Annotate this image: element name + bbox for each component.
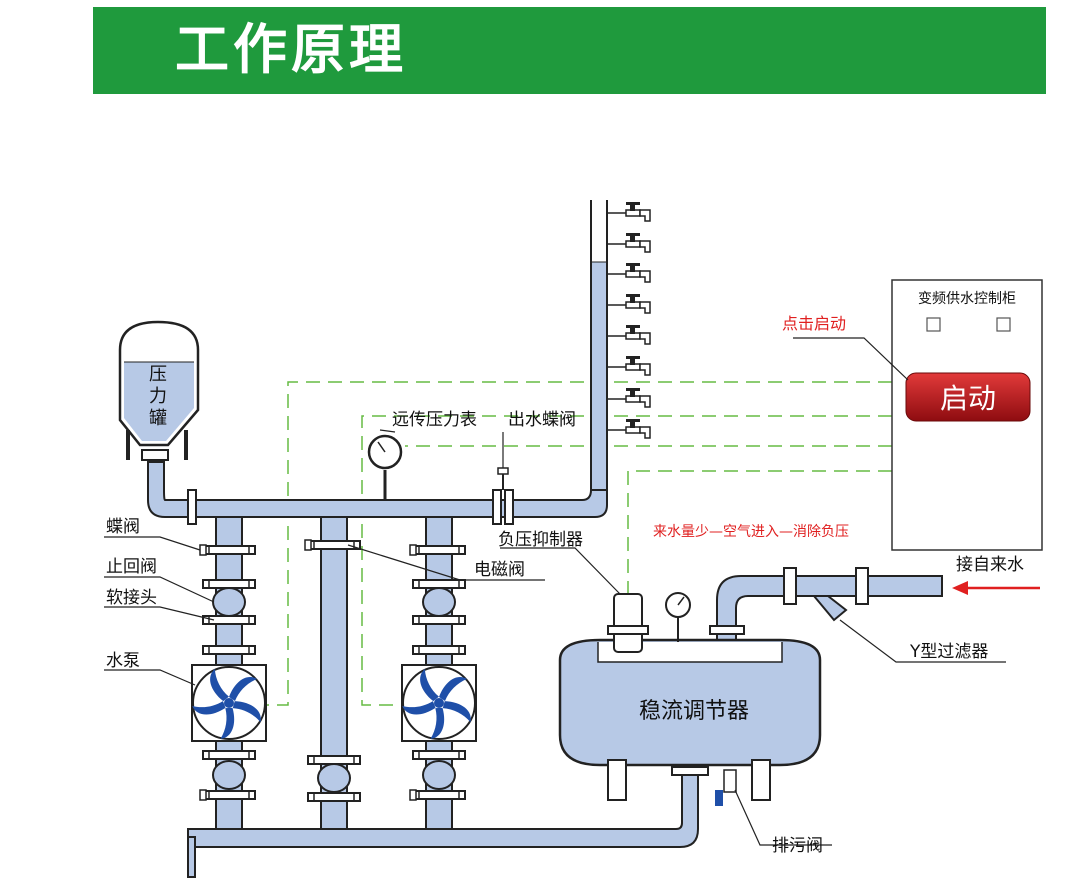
inlet-label: 接自来水 — [956, 555, 1024, 575]
outlet-butterfly-valve — [492, 467, 514, 525]
outlet-valve-label: 出水蝶阀 — [508, 410, 576, 430]
bottom-pipe-cap — [187, 836, 196, 878]
column-fittings — [199, 539, 466, 802]
pump-label: 水泵 — [106, 651, 140, 671]
tank-label-2: 力 — [149, 386, 167, 407]
faucets — [607, 201, 651, 439]
air-note-label: 来水量少—空气进入—消除负压 — [653, 524, 849, 540]
solenoid-valve-label: 电磁阀 — [474, 560, 525, 580]
tank-label-3: 罐 — [149, 408, 167, 429]
click-hint-label: 点击启动 — [782, 314, 846, 333]
tank-label-1: 压 — [149, 364, 167, 385]
pump-2 — [400, 664, 477, 742]
check-valve-label: 止回阀 — [106, 557, 157, 577]
butterfly-valve-label: 蝶阀 — [106, 517, 140, 537]
pressure-tank: 压 力 罐 — [118, 320, 200, 461]
title-banner: 工作原理 — [93, 7, 1046, 94]
leader-lines — [104, 337, 1006, 846]
stabilizer-label: 稳流调节器 — [639, 699, 749, 724]
indicator-box-1 — [926, 317, 941, 332]
cabinet-title: 变频供水控制柜 — [918, 291, 1016, 307]
soft-joint-label: 软接头 — [106, 588, 157, 608]
tank-inlet-flange — [709, 625, 745, 635]
pump-1 — [190, 664, 267, 742]
negative-pressure-suppressor — [607, 593, 649, 653]
remote-gauge-label: 远传压力表 — [392, 410, 477, 430]
flow-stabilizer-tank: 稳流调节器 — [558, 638, 822, 806]
remote-pressure-gauge — [367, 434, 403, 500]
indicator-box-2 — [996, 317, 1011, 332]
inlet-arrow — [952, 581, 1040, 595]
page-title: 工作原理 — [175, 18, 407, 81]
negative-pressure-label: 负压抑制器 — [498, 530, 583, 550]
drain-valve-label: 排污阀 — [772, 836, 823, 856]
start-button[interactable]: 启动 — [905, 372, 1031, 422]
y-filter-label: Y型过滤器 — [909, 642, 988, 662]
start-button-label: 启动 — [940, 382, 996, 415]
header-flange — [187, 489, 197, 525]
tank-pressure-gauge — [665, 592, 691, 642]
inlet-fittings — [783, 567, 869, 622]
signal-lines — [265, 381, 892, 706]
